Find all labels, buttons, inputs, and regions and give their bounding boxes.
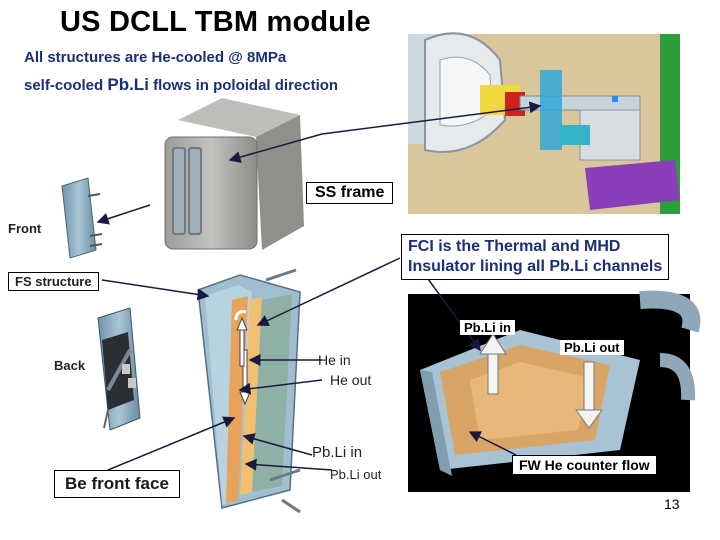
pbli-in-mid-label: Pb.Li in xyxy=(312,444,363,461)
ss-frame-image xyxy=(164,98,304,250)
front-label: Front xyxy=(8,221,42,236)
he-out-label: He out xyxy=(330,372,372,388)
page-number: 13 xyxy=(664,496,680,512)
pbli-out-right-label: Pb.Li out xyxy=(560,340,624,355)
subtitle-line-1: All structures are He-cooled @ 8MPa xyxy=(24,49,287,66)
page-title: US DCLL TBM module xyxy=(60,6,371,38)
he-in-label: He in xyxy=(318,352,351,368)
fs-structure-label: FS structure xyxy=(8,272,99,291)
pointer-arrows xyxy=(96,101,542,471)
fw-he-counter-flow-label: FW He counter flow xyxy=(512,455,657,475)
reactor-section-image xyxy=(408,32,680,214)
front-structure-image xyxy=(61,177,103,259)
back-structure-image xyxy=(97,307,141,431)
fci-line-1: FCI is the Thermal and MHD xyxy=(408,238,621,255)
fci-description-box: FCI is the Thermal and MHD Insulator lin… xyxy=(401,234,670,280)
be-front-face-label: Be front face xyxy=(54,470,180,498)
flow-arrows-fs xyxy=(236,316,251,406)
pbli-out-mid-label: Pb.Li out xyxy=(330,467,382,482)
ss-frame-label: SS frame xyxy=(306,182,394,204)
back-label: Back xyxy=(54,358,86,373)
pbli-in-right-label: Pb.Li in xyxy=(460,320,515,335)
fs-structure-cutaway-image xyxy=(197,268,301,514)
fci-line-2: Insulator lining all Pb.Li channels xyxy=(408,258,663,275)
subtitle-line-2: self-cooled Pb.Li flows in poloidal dire… xyxy=(24,75,339,94)
